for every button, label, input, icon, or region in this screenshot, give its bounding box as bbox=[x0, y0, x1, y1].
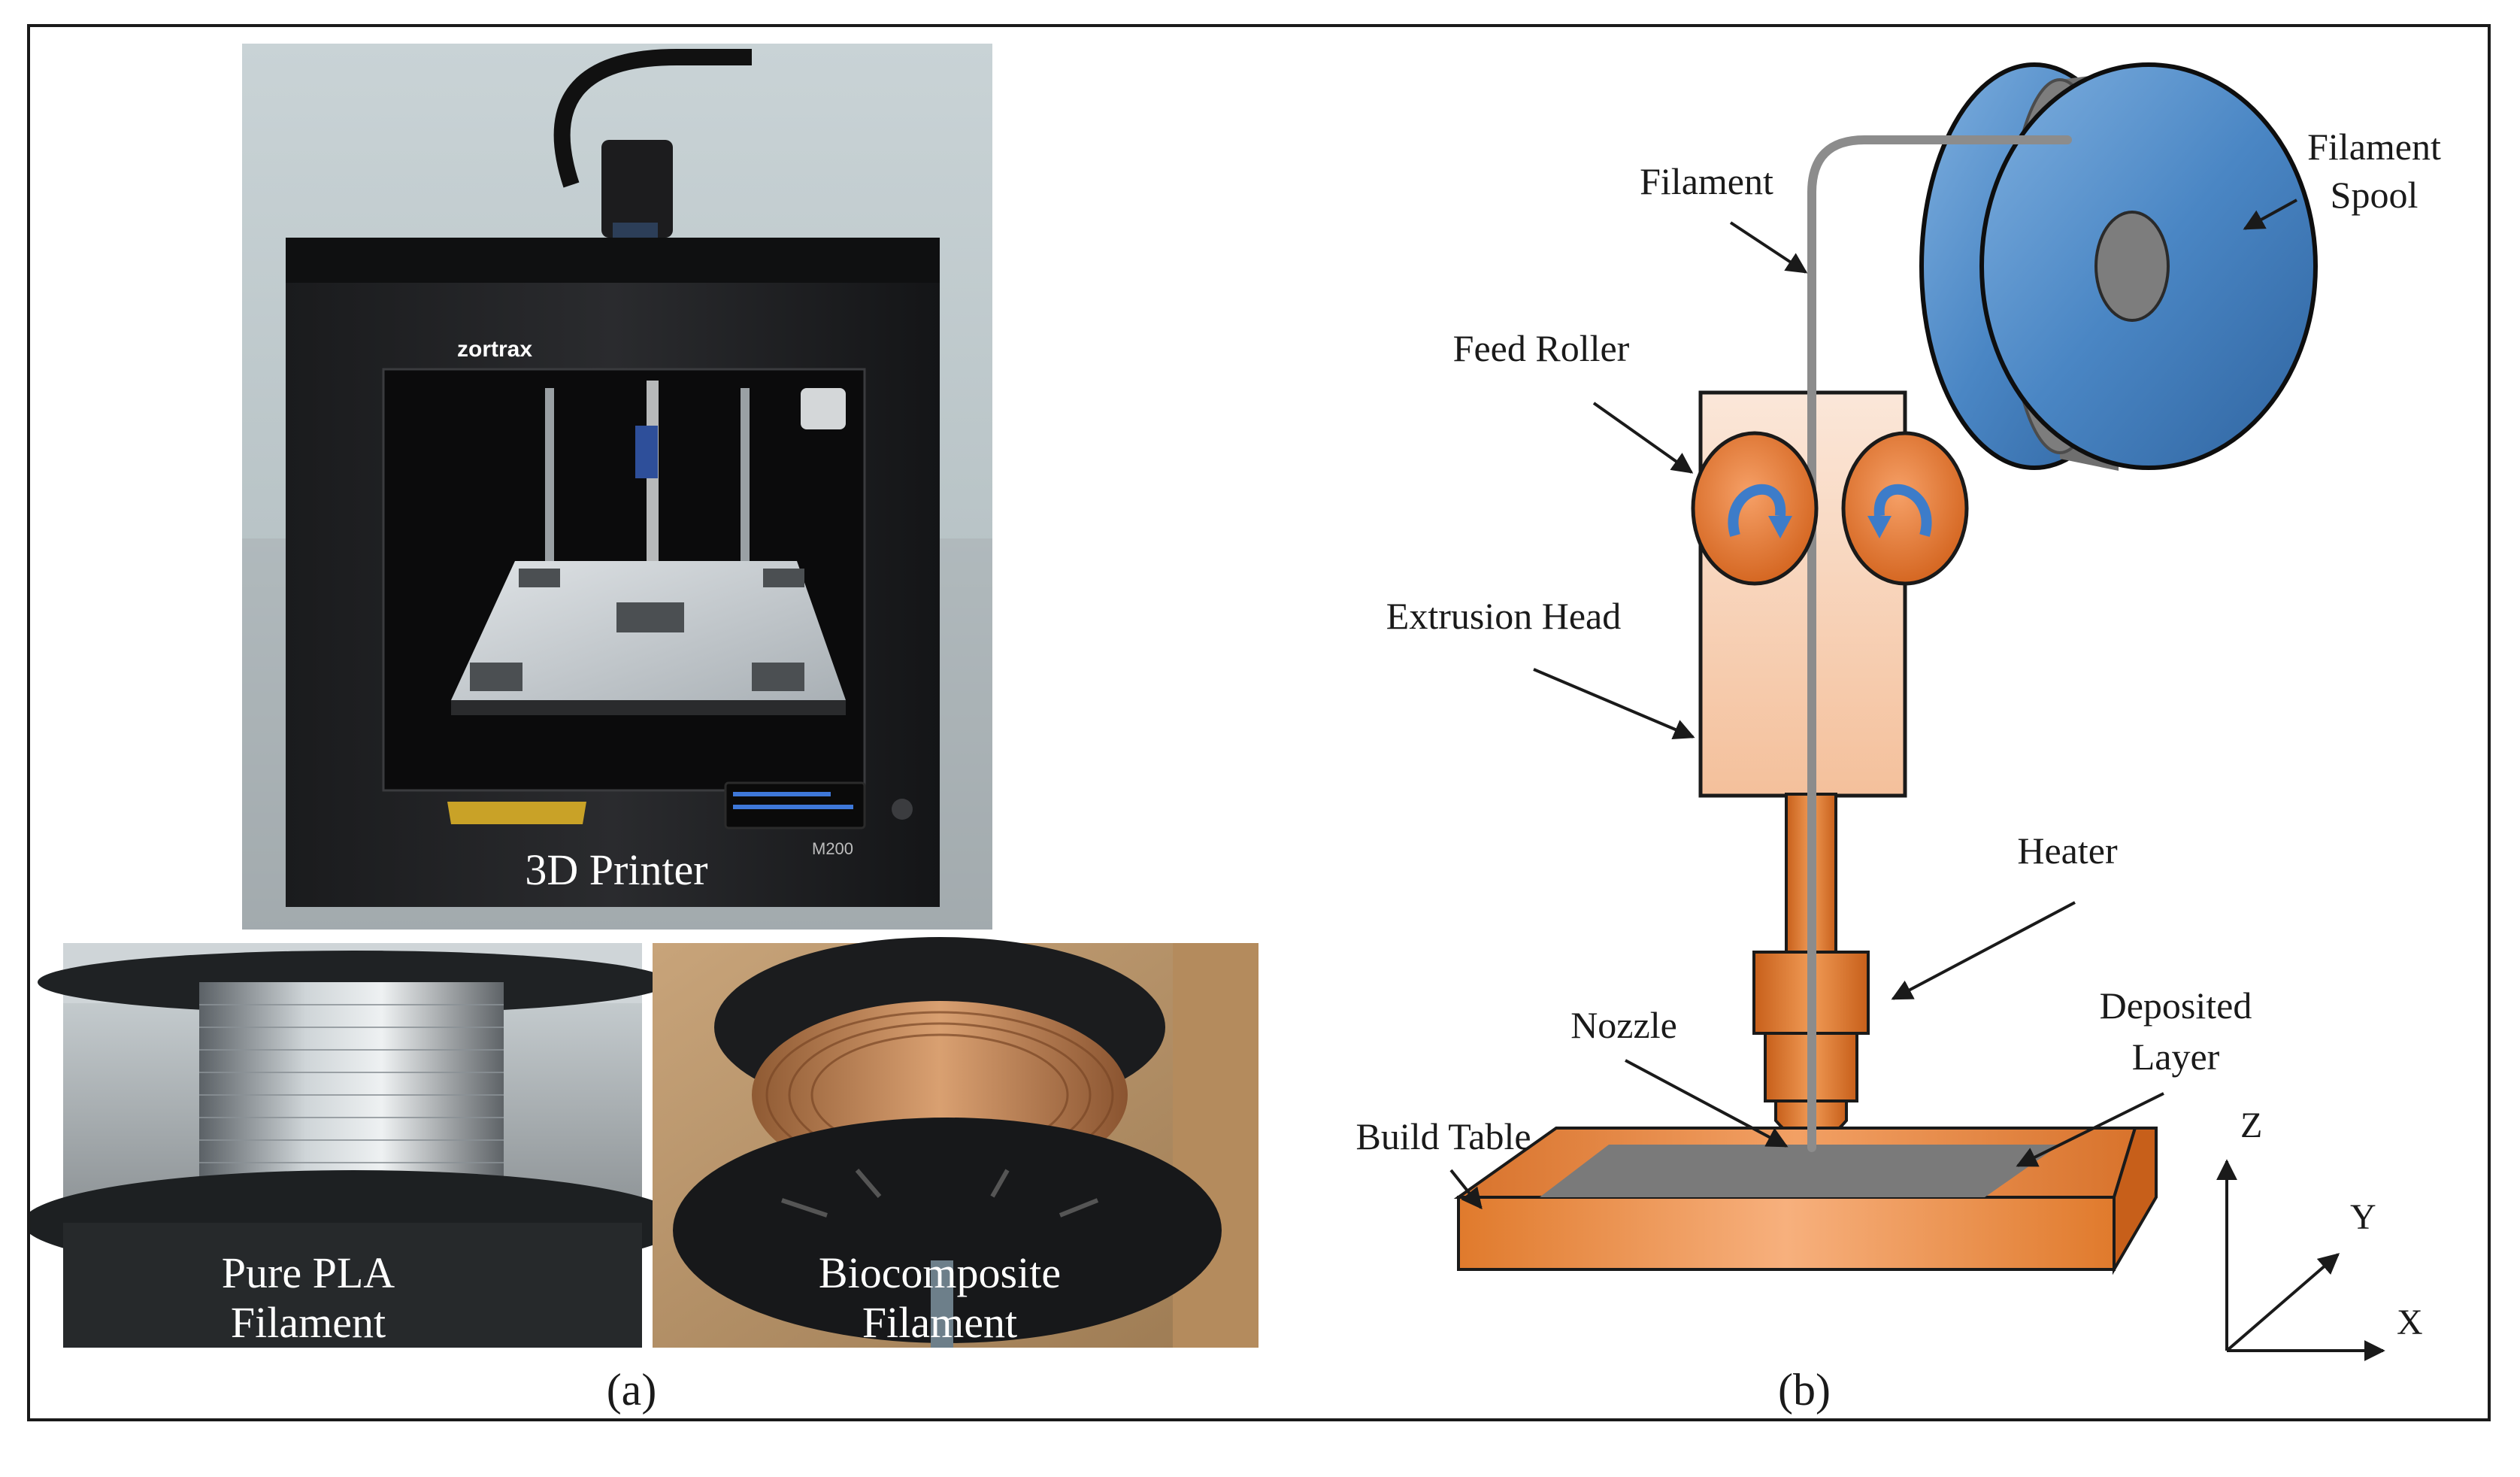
feed-roller-arrow-icon bbox=[1592, 402, 1694, 474]
feed-roller-right bbox=[1841, 431, 1969, 586]
build-table-arrow-icon bbox=[1449, 1169, 1483, 1210]
filament-strand bbox=[1807, 135, 2072, 1152]
axis-label-x: X bbox=[2397, 1303, 2423, 1342]
rotation-arrow-ccw-icon bbox=[1873, 484, 1932, 537]
printer-photo: zortrax M200 3D Printer bbox=[242, 44, 992, 930]
deposited-layer-arrow-icon bbox=[2016, 1092, 2164, 1167]
panel-a: zortrax M200 3D Printer Pure bbox=[30, 44, 1258, 1415]
printer-photo-label: 3D Printer bbox=[525, 845, 707, 894]
label-nozzle: Nozzle bbox=[1570, 1004, 1677, 1046]
bio-photo: Biocomposite Filament bbox=[653, 937, 1258, 1348]
extruder-block bbox=[601, 140, 673, 238]
pla-photo-label-line2: Filament bbox=[231, 1298, 386, 1347]
feed-roller-left bbox=[1691, 431, 1819, 586]
heater-arrow-icon bbox=[1891, 901, 2076, 1000]
nozzle-arrow-icon bbox=[1625, 1059, 1789, 1148]
filament-arrow-icon bbox=[1729, 221, 1808, 274]
rotation-arrow-cw-icon bbox=[1728, 484, 1786, 537]
printer-knob bbox=[892, 799, 913, 820]
label-deposited-layer-line1: Deposited bbox=[2100, 984, 2252, 1027]
coordinate-axes bbox=[2216, 1159, 2385, 1361]
label-filament: Filament bbox=[1640, 160, 1773, 202]
label-heater: Heater bbox=[2017, 829, 2118, 872]
label-build-table: Build Table bbox=[1355, 1115, 1531, 1157]
panel-b: Filament Filament Spool Feed Roller Extr… bbox=[1355, 62, 2441, 1415]
label-filament-spool-line1: Filament bbox=[2307, 126, 2441, 168]
pla-photo: Pure PLA Filament bbox=[30, 943, 684, 1348]
y-axis-arrow-icon bbox=[2225, 1253, 2340, 1352]
spool-hub bbox=[2094, 211, 2170, 322]
label-feed-roller: Feed Roller bbox=[1453, 327, 1630, 369]
printer-brand-text: zortrax bbox=[457, 337, 532, 362]
figure-frame: zortrax M200 3D Printer Pure bbox=[27, 24, 2491, 1421]
panel-b-caption: (b) bbox=[1778, 1365, 1831, 1415]
deposited-layer bbox=[1540, 1145, 2060, 1197]
filament-spool bbox=[1919, 62, 2318, 471]
pla-photo-label-line1: Pure PLA bbox=[222, 1248, 395, 1297]
panel-a-caption: (a) bbox=[607, 1365, 657, 1415]
figure-canvas: zortrax M200 3D Printer Pure bbox=[30, 44, 2441, 1415]
bio-photo-label-line1: Biocomposite bbox=[819, 1248, 1061, 1297]
label-deposited-layer-line2: Layer bbox=[2132, 1036, 2220, 1078]
spool-arrow-icon bbox=[2243, 199, 2297, 230]
bio-photo-label-line2: Filament bbox=[862, 1298, 1017, 1347]
label-extrusion-head: Extrusion Head bbox=[1386, 595, 1621, 637]
build-table bbox=[1453, 1127, 2158, 1275]
extrusion-head-arrow-icon bbox=[1533, 668, 1695, 740]
leader-arrows bbox=[1449, 199, 2297, 1210]
axis-label-z: Z bbox=[2240, 1105, 2262, 1145]
label-filament-spool-line2: Spool bbox=[2331, 174, 2419, 216]
printer-model-text: M200 bbox=[812, 839, 853, 858]
axis-label-y: Y bbox=[2350, 1197, 2376, 1237]
